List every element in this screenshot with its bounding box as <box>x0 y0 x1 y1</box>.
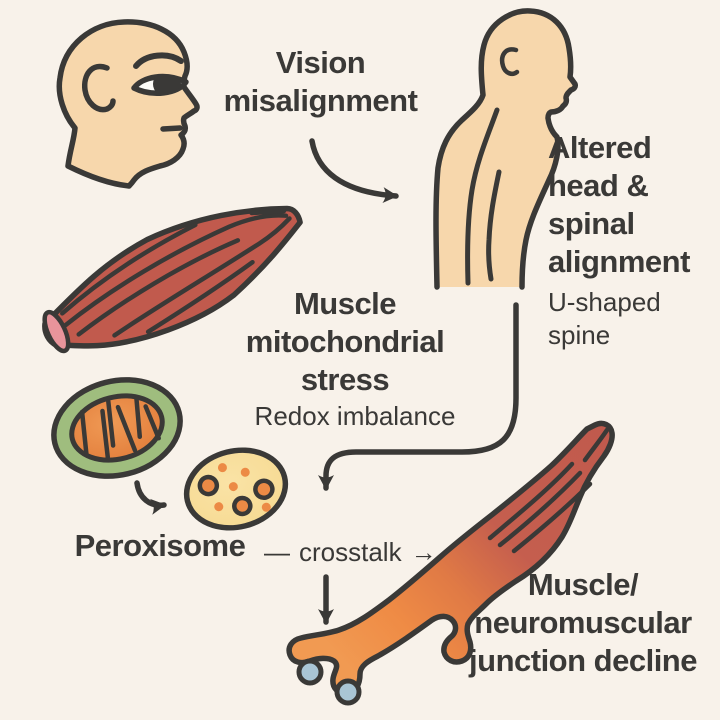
peroxisome-granules <box>197 463 275 517</box>
peroxisome-icon <box>183 447 289 531</box>
label-redox-imbalance: Redox imbalance <box>254 401 456 431</box>
muscle-cut-end <box>42 309 71 354</box>
mitochondrion-icon <box>51 377 183 479</box>
ear-line <box>82 63 116 113</box>
spine-curve-line-1 <box>465 107 500 286</box>
spine-curve-line-2 <box>486 169 502 282</box>
human-head-icon <box>56 19 200 189</box>
label-nmj-decline: Muscle/ neuromuscular junction decline <box>469 567 697 678</box>
mitochondrion-cristae <box>79 396 161 460</box>
crosstalk-dash: — <box>264 537 290 567</box>
label-altered-alignment: Altered head & spinal alignment <box>548 130 690 279</box>
body-ear-line <box>499 47 520 76</box>
neuromuscular-junction-icon <box>286 420 615 706</box>
synaptic-bouton <box>296 658 324 686</box>
label-peroxisome: Peroxisome <box>74 528 246 563</box>
nmj-striations <box>487 427 610 554</box>
arrow-vision-to-body <box>309 138 399 204</box>
synaptic-bouton <box>334 678 362 706</box>
arrow-mitochondrion-to-peroxisome <box>134 480 167 515</box>
label-u-shaped-spine: U-shaped spine <box>548 287 661 350</box>
crosstalk-arrow-glyph: → <box>410 537 437 567</box>
label-muscle-mitochondrial-stress: Muscle mitochondrial stress <box>245 286 445 397</box>
label-crosstalk: —crosstalk→ <box>264 537 437 567</box>
hunched-torso-icon <box>433 8 578 290</box>
muscle-striations <box>60 208 292 338</box>
arrow-body-to-crosstalk <box>318 302 519 491</box>
label-vision-misalignment: Vision misalignment <box>223 45 418 118</box>
mouth-line <box>160 125 183 132</box>
skeletal-muscle-icon <box>42 205 303 354</box>
eyebrow-line <box>133 52 184 69</box>
